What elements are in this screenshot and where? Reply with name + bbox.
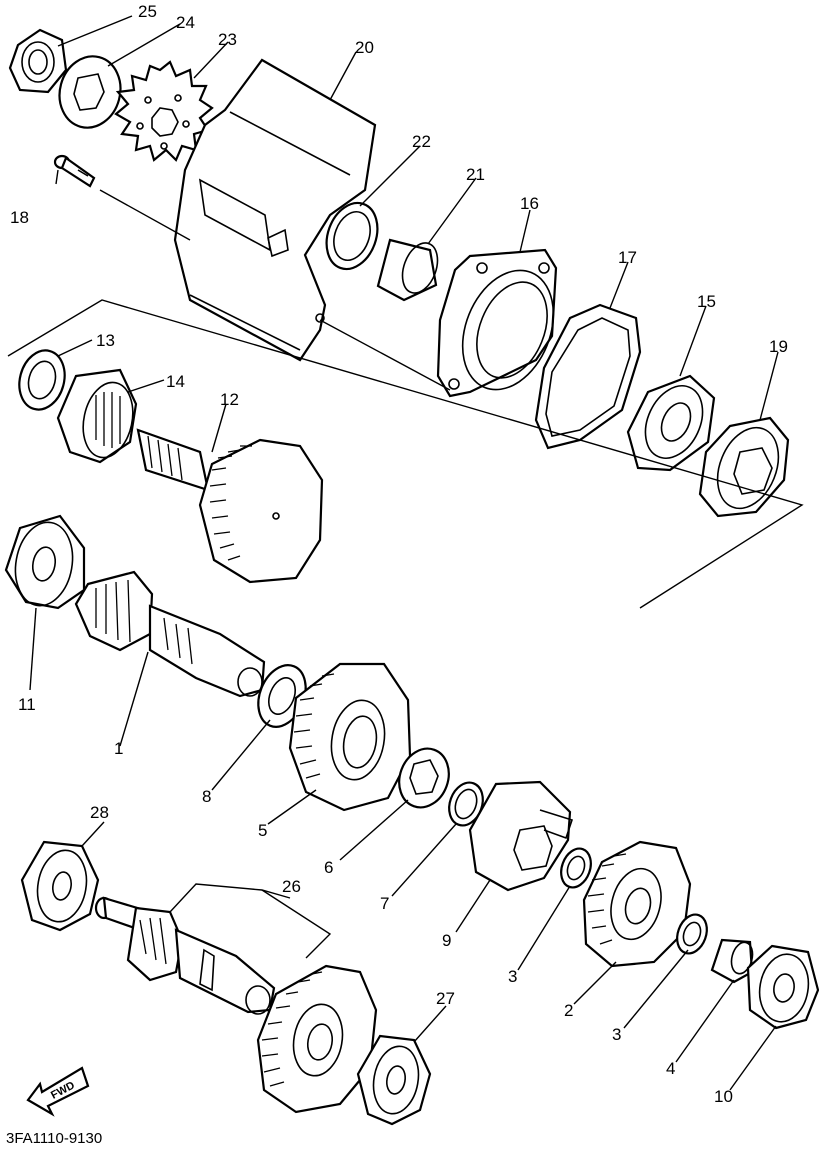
- label-part-23: 23: [218, 30, 237, 49]
- part-10-bearing: [746, 944, 819, 1030]
- label-part-8: 8: [202, 787, 211, 806]
- part-1-main-axle: [74, 570, 266, 698]
- part-26-large-gear: [256, 964, 378, 1114]
- label-part-11: 11: [18, 695, 36, 714]
- label-part-17: 17: [618, 248, 637, 267]
- part-21-collar: [376, 238, 439, 302]
- part-13-washer: [18, 349, 66, 411]
- label-part-21: 21: [466, 165, 485, 184]
- part-3-washer-lower: [676, 913, 708, 955]
- part-25-nut: [8, 28, 68, 94]
- label-part-2: 2: [564, 1001, 573, 1020]
- part-27-bearing: [356, 1034, 432, 1126]
- part-18-bolt: [53, 154, 96, 188]
- part-26-drive-axle: [94, 896, 276, 1015]
- label-part-4: 4: [666, 1059, 675, 1078]
- part-24-lock-washer: [58, 55, 122, 129]
- part-17-gasket: [534, 303, 642, 450]
- label-part-28: 28: [90, 803, 109, 822]
- part-12-group-bracket: [7, 299, 804, 609]
- part-4-collar: [710, 938, 754, 984]
- label-part-12: 12: [220, 390, 239, 409]
- part-20-housing: [173, 58, 377, 362]
- label-part-5: 5: [258, 821, 267, 840]
- label-part-25: 25: [138, 2, 157, 21]
- label-part-1: 1: [114, 739, 123, 758]
- label-part-15: 15: [697, 292, 716, 311]
- label-part-24: 24: [176, 13, 195, 32]
- label-part-26: 26: [282, 877, 301, 896]
- part-28-bearing: [20, 840, 100, 932]
- part-12-gear-shaft: [136, 428, 324, 584]
- label-part-20: 20: [355, 38, 374, 57]
- label-part-13: 13: [96, 331, 115, 350]
- label-part-19: 19: [769, 337, 788, 356]
- part-23-sprocket: [114, 60, 214, 162]
- label-part-9: 9: [442, 931, 451, 950]
- fwd-arrow-icon: FWD: [26, 1066, 90, 1117]
- label-part-3-lower: 3: [612, 1025, 621, 1044]
- leader-lines: [29, 15, 779, 1091]
- part-labels: 25 24 23 20 22 21 16 17 15 19 18 13 14 1…: [10, 2, 788, 1106]
- label-part-27: 27: [436, 989, 455, 1008]
- part-16-bearing-housing: [436, 248, 558, 398]
- part-6-splined-washer: [398, 747, 450, 809]
- diagram-code: 3FA1110-9130: [6, 1130, 102, 1147]
- label-part-14: 14: [166, 372, 185, 391]
- part-11-bearing: [4, 514, 86, 610]
- label-part-3-upper: 3: [508, 967, 517, 986]
- label-part-7: 7: [380, 894, 389, 913]
- label-part-10: 10: [714, 1087, 733, 1106]
- label-part-6: 6: [324, 858, 333, 877]
- label-part-22: 22: [412, 132, 431, 151]
- part-22-oil-seal: [325, 201, 379, 271]
- part-5-gear: [288, 662, 412, 812]
- part-2-gear: [582, 840, 692, 968]
- part-9-dog-clutch: [468, 780, 574, 892]
- label-part-16: 16: [520, 194, 539, 213]
- part-19-retainer: [698, 416, 790, 518]
- part-15-bearing: [626, 374, 716, 472]
- label-part-18: 18: [10, 208, 29, 227]
- part-14-needle-bearing: [56, 368, 138, 464]
